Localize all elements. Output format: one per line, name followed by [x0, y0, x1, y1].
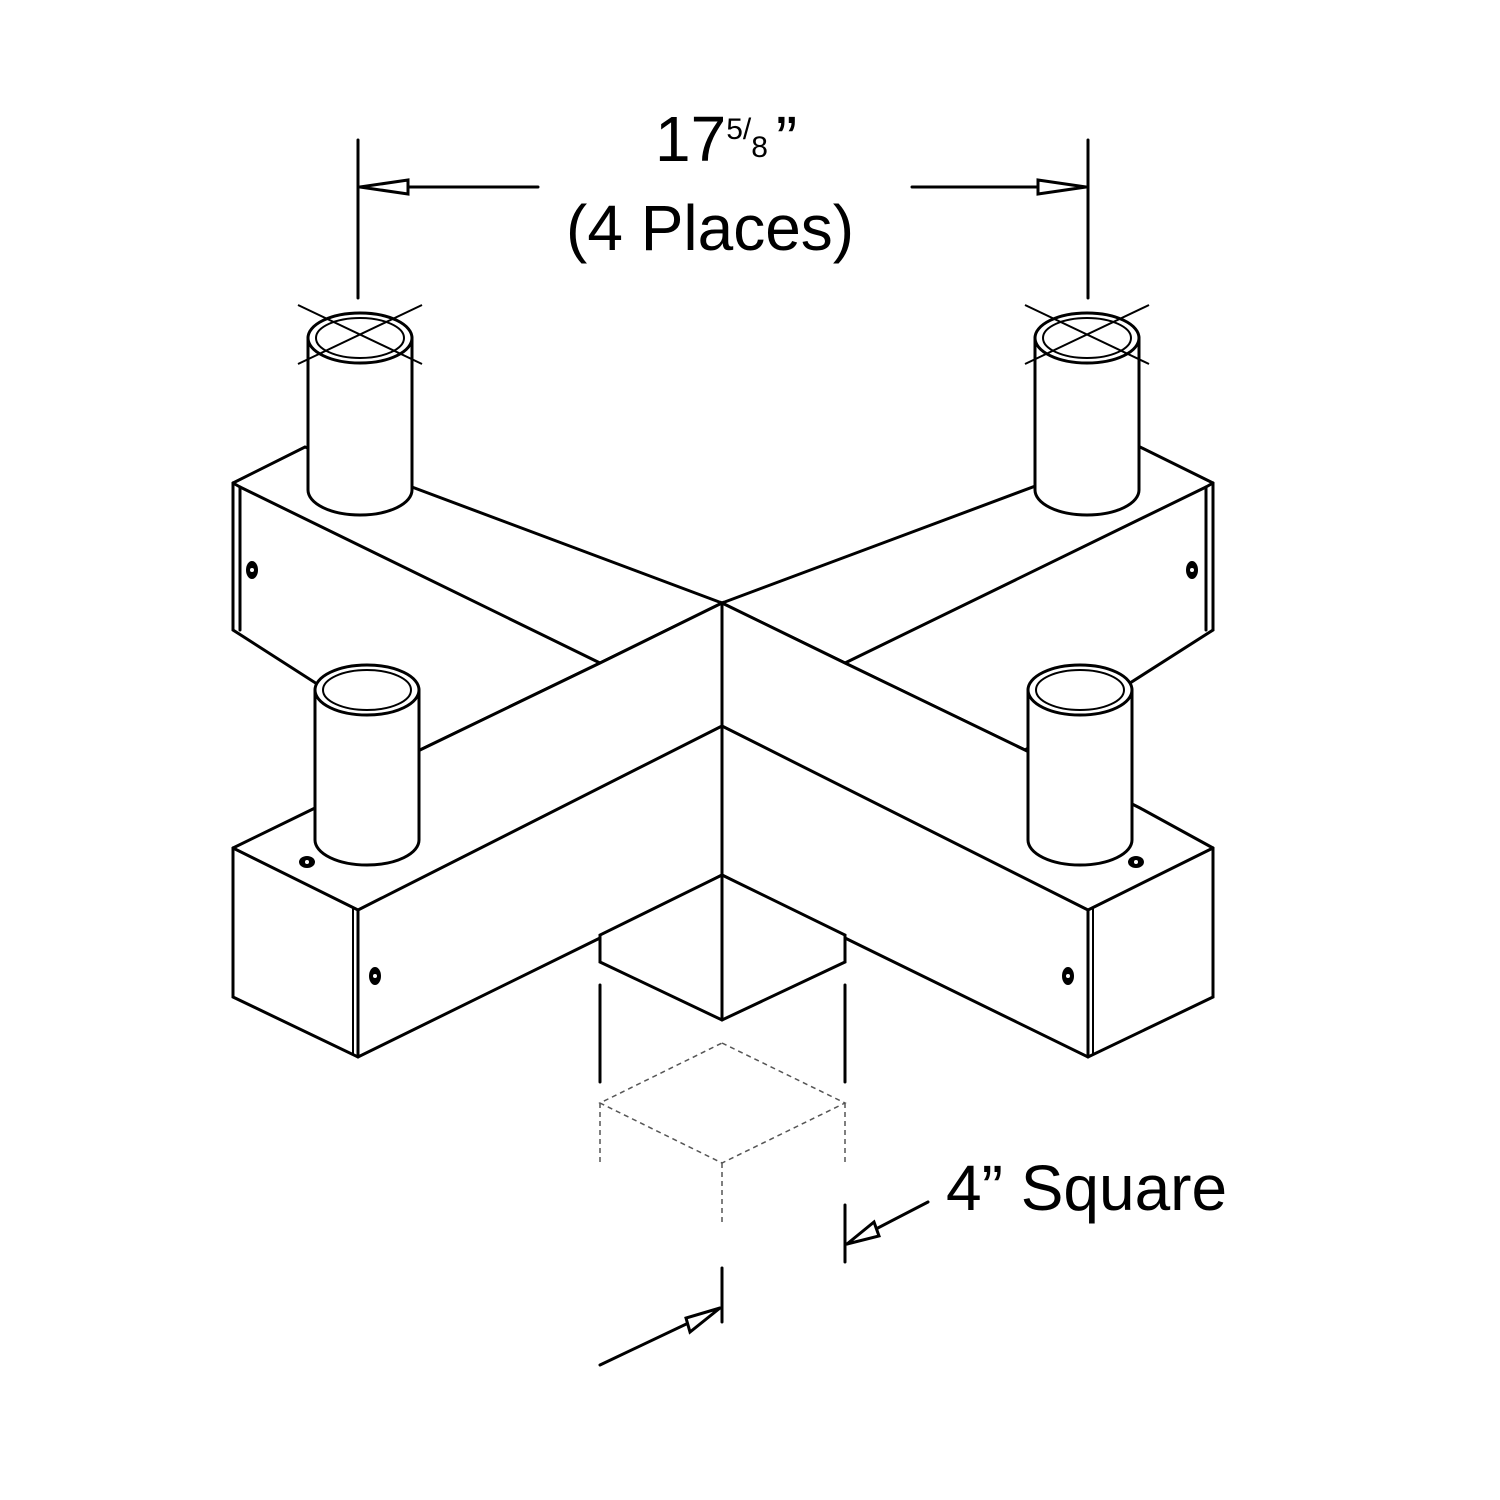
front-right-arm: [720, 600, 1215, 1059]
screw-icons: [246, 561, 1198, 985]
dimension-fraction: 5/8: [726, 113, 768, 164]
back-right-tube: [1024, 304, 1150, 517]
spacing-dimension-note: (4 Places): [566, 192, 855, 264]
dimension-whole: 17: [655, 103, 727, 175]
hidden-post-outline: [598, 1042, 847, 1225]
arrow-icon: [684, 1306, 721, 1335]
fraction-denominator: 8: [751, 131, 768, 164]
arrow-icon: [846, 1219, 881, 1246]
spacing-dimension-lines: [356, 138, 1090, 300]
screw-icon: [1062, 967, 1074, 985]
screw-icon: [299, 856, 315, 868]
back-left-tube: [297, 304, 423, 517]
arrow-right-icon: [1036, 178, 1087, 196]
screw-icon: [369, 967, 381, 985]
post-dimension-lines: [598, 983, 930, 1367]
screw-icon: [246, 561, 258, 579]
dimension-unit: ”: [775, 103, 798, 175]
arrow-left-icon: [359, 178, 410, 196]
spacing-dimension-label: 175/8”: [655, 104, 797, 187]
post-dimension-label: 4” Square: [946, 1152, 1228, 1224]
screw-icon: [1186, 561, 1198, 579]
front-left-tube: [313, 663, 421, 867]
post-socket: [598, 873, 847, 1022]
front-right-tube: [1026, 663, 1134, 867]
screw-icon: [1128, 856, 1144, 868]
fraction-numerator: 5: [726, 113, 743, 146]
